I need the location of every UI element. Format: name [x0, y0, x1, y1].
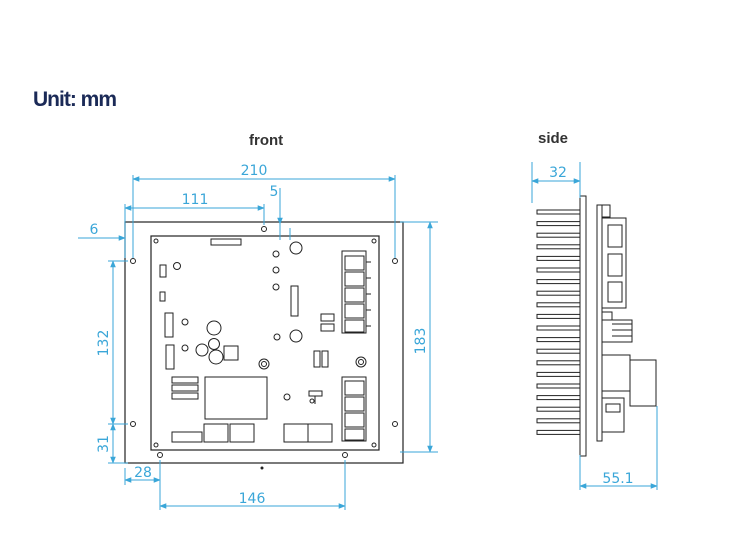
terminal-block-upper: [341, 250, 371, 334]
heatsink-fin: [536, 232, 581, 238]
front-view: [124, 221, 404, 470]
side-view: [536, 195, 657, 457]
dim-side-top-width: 32: [549, 165, 567, 181]
heatsink-fin: [536, 371, 581, 377]
heatsink-fin: [536, 429, 581, 435]
side-dimensions: [531, 162, 658, 490]
capacitor: [206, 320, 222, 336]
mount-hole: [392, 421, 398, 427]
terminal-block-lower: [341, 376, 367, 442]
side-pcb: [596, 204, 603, 442]
transformer: [204, 376, 268, 420]
heatsink-fin: [536, 279, 581, 285]
front-dimensions: [78, 175, 438, 510]
relay: [283, 423, 309, 443]
resistor: [290, 285, 299, 317]
heatsink-fin: [536, 290, 581, 296]
dim-hole-width: 111: [182, 192, 209, 208]
side-plate: [579, 195, 587, 457]
capacitor: [208, 349, 224, 365]
mount-hole: [342, 452, 348, 458]
heatsink-fin: [536, 337, 581, 343]
heatsink-fin: [536, 221, 581, 227]
relay: [203, 423, 229, 443]
dim-bottom-offset: 31: [96, 435, 112, 453]
capacitor: [195, 343, 209, 357]
side-view-label: side: [538, 130, 569, 147]
heatsink-fin: [536, 267, 581, 273]
dim-left-offset: 6: [90, 222, 99, 238]
heatsink-fin: [536, 418, 581, 424]
mount-hole: [392, 258, 398, 264]
relay: [307, 423, 333, 443]
dim-overall-height: 183: [413, 328, 429, 355]
heatsink-fin: [536, 302, 581, 308]
heatsink-fins: [536, 209, 581, 435]
heatsink-fin: [536, 395, 581, 401]
dim-vertical-spacing: 132: [96, 330, 112, 357]
capacitor: [208, 338, 220, 350]
heatsink-fin: [536, 406, 581, 412]
unit-title: Unit: mm: [33, 88, 117, 111]
dim-bottom-spacing: 146: [239, 491, 266, 507]
heatsink-fin: [536, 383, 581, 389]
mount-hole: [157, 452, 163, 458]
dim-side-bottom-width: 55.1: [602, 471, 633, 487]
front-view-label: front: [249, 132, 284, 149]
heatsink-fin: [536, 325, 581, 331]
mount-hole: [130, 258, 136, 264]
relay: [229, 423, 255, 443]
heatsink-fin: [536, 255, 581, 261]
mount-hole: [130, 421, 136, 427]
heatsink-fin: [536, 313, 581, 319]
dim-small-offset: 5: [270, 184, 279, 200]
dim-corner-offset: 28: [134, 465, 152, 481]
heatsink-fin: [536, 348, 581, 354]
jumper-header: [165, 344, 175, 370]
dim-overall-width: 210: [241, 163, 268, 179]
heatsink-fin: [536, 244, 581, 250]
heatsink-fin: [536, 209, 581, 215]
mount-hole: [261, 226, 267, 232]
heatsink-fin: [536, 360, 581, 366]
top-connector: [210, 238, 242, 246]
jumper-header: [164, 312, 174, 338]
pcb-board: [150, 235, 380, 451]
